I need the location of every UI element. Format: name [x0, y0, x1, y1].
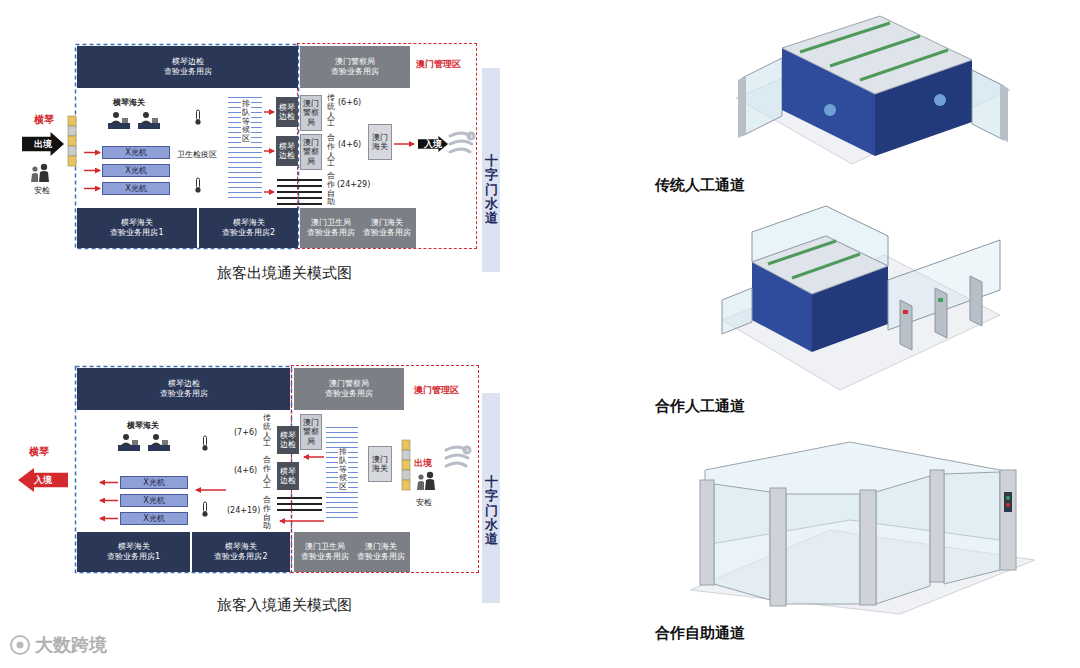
node-text: X光机 [143, 515, 164, 523]
room-band: 澳门卫生局 查验业务用房 [294, 532, 356, 572]
node-text: 澳门海关 [372, 133, 388, 151]
node-text: X光机 [125, 149, 146, 157]
room-band: 横琴边检 查验业务用房 [77, 368, 290, 410]
inspection-booth: 横琴边检 [277, 426, 299, 454]
watermark: 大数跨境 [34, 634, 108, 656]
xray-machine: X光机 [120, 512, 188, 525]
region-box: 澳门管理区澳门警察局 查验业务用房澳门警察局澳门警察局澳门海关澳门卫生局 查验业… [298, 44, 476, 248]
inspection-booth: 横琴边检 [276, 136, 298, 166]
area-label: (6+6) [337, 98, 362, 108]
room-band: 横琴海关 查验业务用房2 [199, 208, 298, 248]
room-band: 澳门海关 查验业务用房 [358, 208, 416, 248]
node-text: X光机 [125, 185, 146, 193]
room-band: 澳门警察局 查验业务用房 [300, 46, 410, 88]
inspection-booth: 澳门警察局 [300, 95, 322, 131]
node-text: 横琴边检 查验业务用房 [156, 379, 212, 398]
room-band: 横琴海关 查验业务用房2 [192, 532, 290, 572]
node-text: 横琴海关 查验业务用房2 [213, 542, 269, 561]
node-text: 横琴海关 查验业务用房1 [109, 218, 165, 237]
xray-machine: X光机 [102, 182, 170, 195]
node-text: 十字门水道 [485, 475, 498, 546]
room-band: 澳门警察局 查验业务用房 [294, 368, 404, 410]
node-text: 入境 [424, 140, 442, 149]
caption-text: 传统人工通道 [654, 176, 746, 194]
direction-label: 出境 [413, 458, 433, 469]
area-label: (4+6) [233, 466, 258, 476]
area-label: (24+29) [336, 180, 371, 190]
region-box: 澳门管理区 澳门警察局 查验业务用房澳门警察局澳门海关澳门卫生局 查验业务用房澳门… [292, 366, 478, 572]
caption-text: 旅客入境通关模式图 [216, 596, 353, 614]
waterway-band: 十字门水道 [482, 68, 500, 272]
xray-machine: X光机 [120, 494, 188, 507]
inspection-booth: 横琴边检 [276, 97, 298, 127]
room-band: 澳门海关 查验业务用房 [352, 532, 410, 572]
xray-machine: X光机 [102, 146, 170, 159]
caption-text: 合作自助通道 [654, 624, 746, 642]
customs-box: 澳门海关 [368, 124, 392, 160]
lane-label: 合作自助 [262, 496, 272, 531]
lane-label: 传统人工 [326, 94, 336, 129]
node-text: 横琴海关 查验业务用房2 [221, 218, 277, 237]
node-text: 澳门卫生局 查验业务用房 [303, 218, 359, 237]
node-text: 澳门警察局 [303, 138, 319, 166]
node-text: 出境 [34, 140, 52, 149]
area-label: (7+6) [233, 428, 258, 438]
node-text: 澳门警察局 [303, 418, 319, 446]
node-text: 横琴边检 [279, 103, 295, 121]
node-text: X光机 [143, 479, 164, 487]
inspection-booth: 横琴边检 [277, 462, 299, 490]
room-band: 横琴边检 查验业务用房 [77, 46, 298, 88]
node-text: 澳门警察局 查验业务用房 [327, 57, 383, 76]
node-text: X光机 [143, 497, 164, 505]
area-label: 横琴海关 [126, 421, 160, 431]
place-label: 横琴 [28, 446, 50, 458]
lane-label: 合作人工 [326, 134, 336, 169]
node-text: 横琴边检 [279, 142, 295, 160]
room-band: 澳门卫生局 查验业务用房 [300, 208, 362, 248]
node-text: X光机 [125, 167, 146, 175]
inspection-booth: 澳门警察局 [300, 134, 322, 170]
caption-text: 旅客出境通关模式图 [216, 264, 353, 282]
node-text: 入境 [34, 476, 52, 485]
queue-label: 排队等候区 [338, 448, 348, 492]
area-label: 卫生检疫区 [176, 150, 218, 160]
lane-label: 合作自助 [326, 172, 336, 207]
area-label: 横琴海关 [112, 98, 146, 108]
area-label: 安检 [33, 186, 51, 196]
node-text: 澳门海关 查验业务用房 [359, 218, 415, 237]
room-band: 横琴海关 查验业务用房1 [77, 532, 190, 572]
direction-arrow: 入境 [418, 136, 448, 152]
node-text: 横琴海关 查验业务用房1 [106, 542, 162, 561]
node-text: 十字门水道 [485, 154, 498, 225]
xray-machine: X光机 [120, 476, 188, 489]
area-label: 安检 [415, 498, 433, 508]
caption-text: 合作人工通道 [654, 397, 746, 415]
node-text: 横琴边检 [280, 467, 296, 485]
xray-machine: X光机 [102, 164, 170, 177]
lane-label: 合作人工 [262, 456, 272, 491]
node-text: 澳门海关 查验业务用房 [353, 542, 409, 561]
area-label: (24+19) [226, 506, 261, 516]
node-text: 澳门管理区 [414, 386, 459, 395]
node-text: 横琴边检 查验业务用房 [160, 57, 216, 76]
customs-box: 澳门海关 [368, 446, 392, 482]
node-text: 澳门警察局 [303, 99, 319, 127]
place-label: 横琴 [33, 114, 55, 126]
area-label: (4+6) [337, 140, 362, 150]
node-text: 澳门海关 [372, 455, 388, 473]
inspection-booth: 澳门警察局 [300, 414, 322, 450]
node-text: 澳门警察局 查验业务用房 [321, 379, 377, 398]
direction-arrow: 出境 [22, 132, 64, 156]
node-text: 横琴边检 [280, 431, 296, 449]
room-band: 横琴海关 查验业务用房1 [77, 208, 197, 248]
direction-arrow: 入境 [18, 468, 68, 492]
node-text: 澳门卫生局 查验业务用房 [297, 542, 353, 561]
node-text: 澳门管理区 [416, 60, 461, 69]
lane-label: 传统人工 [262, 414, 272, 449]
waterway-band: 十字门水道 [482, 393, 500, 603]
queue-label: 排队等候区 [241, 100, 251, 144]
